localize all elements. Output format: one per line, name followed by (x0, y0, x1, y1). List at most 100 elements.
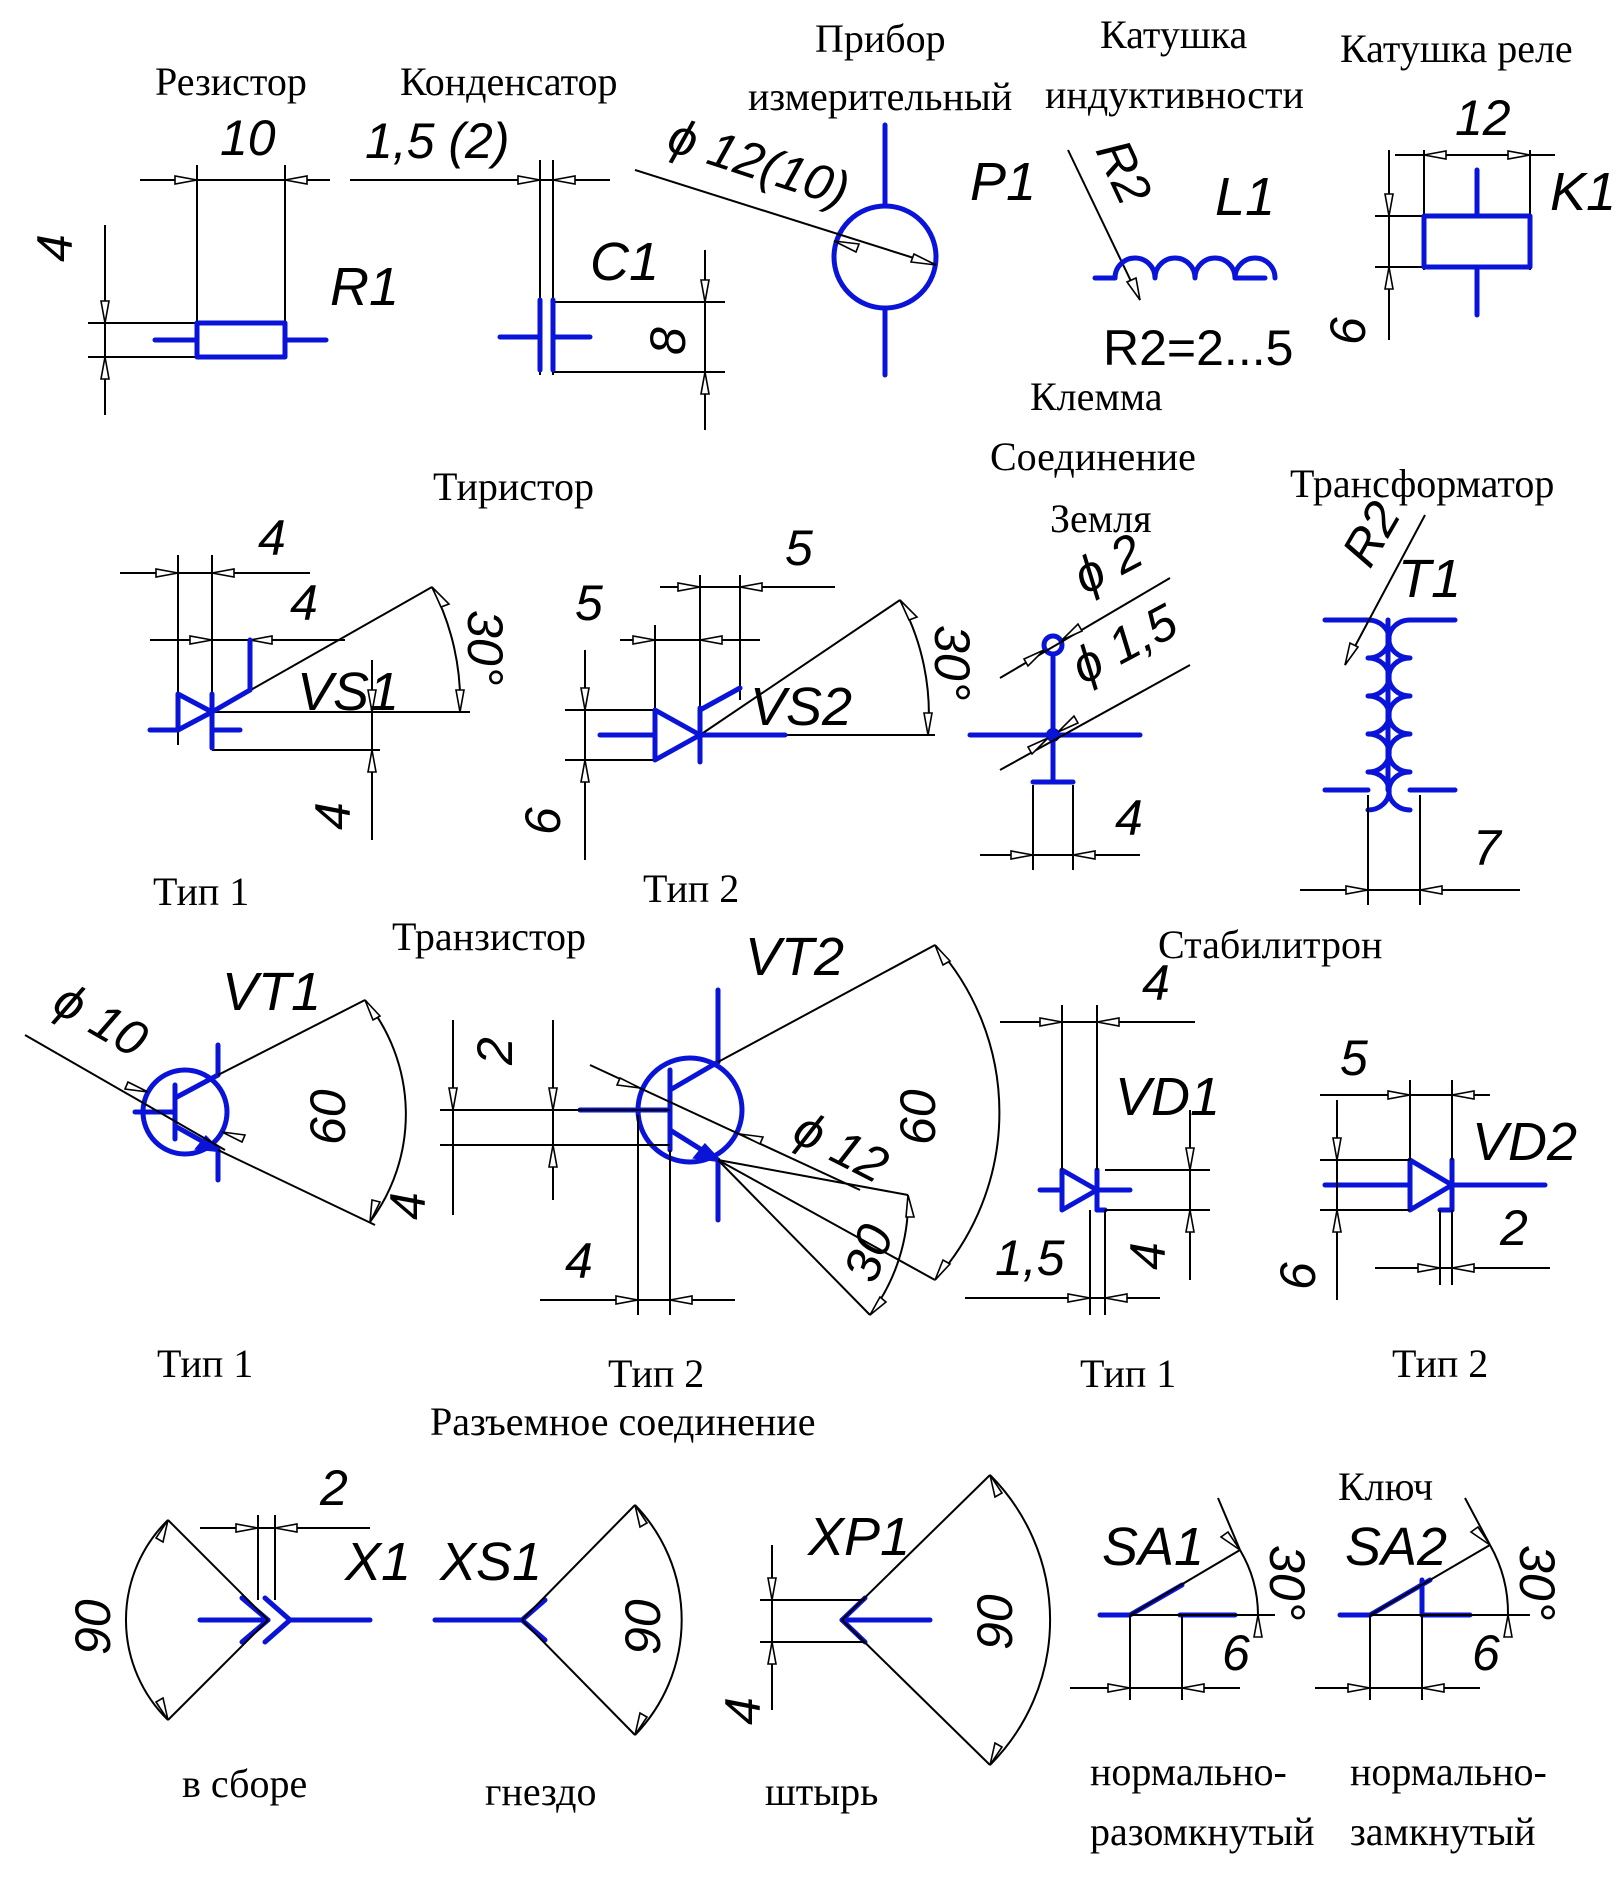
caption-thyristor-type2: Тип 2 (643, 866, 739, 911)
captions: Тип 1 Тип 2 Тип 1 Тип 2 Тип 1 Тип 2 в сб… (153, 866, 1547, 1854)
dim-xp1-height: 4 (715, 1697, 771, 1725)
designator-K1: K1 (1550, 162, 1616, 222)
resistor-symbol-group: 10 4 R1 (27, 110, 399, 415)
switch-sa1-group: 30° 6 SA1 (1070, 1497, 1315, 1700)
dim-vs1-c: 4 (305, 802, 361, 830)
designator-VD1: VD1 (1115, 1067, 1220, 1127)
dim-transformer-width: 7 (1473, 820, 1503, 876)
title-relay: Катушка реле (1340, 26, 1573, 71)
dim-relay-height: 6 (1320, 317, 1376, 345)
thyristor2-triangle (652, 707, 703, 763)
designator-T1: T1 (1398, 549, 1461, 609)
caption-transistor-type1: Тип 1 (157, 1341, 253, 1386)
thyristor-type1-group: 4 4 4 30° VS1 (120, 510, 513, 840)
caption-transistor-type2: Тип 2 (608, 1351, 704, 1396)
dim-sa1-angle: 30° (1259, 1545, 1315, 1621)
caption-assembled: в сборе (182, 1761, 307, 1806)
dim-vs2-b: 5 (575, 575, 603, 631)
dim-vs2-angle: 30° (924, 625, 980, 701)
title-inductor-1: Катушка (1100, 12, 1247, 57)
dim-vs1-b: 4 (290, 575, 318, 631)
dim-resistor-length: 10 (220, 110, 276, 166)
thyristor-type2-group: 5 5 6 30° VS2 (515, 520, 980, 860)
dim-vs1-angle: 30° (457, 610, 513, 686)
dim-resistor-height: 4 (27, 234, 83, 262)
vd2-triangle (1407, 1157, 1455, 1213)
dim-sa1-length: 6 (1222, 1625, 1250, 1681)
capacitor-symbol-group: 1,5 (2) 8 C1 (350, 113, 725, 430)
dim-inductor-radius: R2 (1085, 131, 1163, 213)
dim-ground-width: 4 (1115, 790, 1143, 846)
dim-capacitor-gap: 1,5 (2) (365, 113, 510, 169)
designator-R1: R1 (330, 257, 399, 317)
dim-vd1-width: 4 (1142, 955, 1170, 1011)
transistor-type2-group: 2 ϕ 12 60 30 4 VT2 (440, 927, 1001, 1316)
thyristor1-triangle (175, 691, 215, 733)
terminal-junction-ground-group: ϕ 2 ϕ 1,5 4 (967, 523, 1191, 870)
designator-VS1: VS1 (297, 662, 399, 722)
designator-VD2: VD2 (1472, 1112, 1577, 1172)
caption-zener-type2: Тип 2 (1392, 1341, 1488, 1386)
title-capacitor: Конденсатор (400, 59, 618, 104)
designator-X1: X1 (343, 1532, 411, 1592)
caption-no-1: нормально- (1090, 1749, 1287, 1794)
dim-vs2-a: 5 (785, 520, 813, 576)
dim-vs1-a: 4 (258, 510, 286, 566)
title-inductor-2: индуктивности (1045, 72, 1304, 117)
inductor-coil (1112, 255, 1278, 281)
title-meter-1: Прибор (815, 16, 946, 61)
dim-vt1-angle: 60 (300, 1089, 356, 1145)
designator-VS2: VS2 (750, 677, 852, 737)
designator-L1: L1 (1215, 167, 1275, 227)
designator-XP1: XP1 (806, 1507, 910, 1567)
dim-vt2-angle: 60 (890, 1089, 946, 1145)
connector-xp1-group: 90 4 XP1 (715, 1474, 1051, 1766)
caption-nc-1: нормально- (1350, 1749, 1547, 1794)
zener-type1-group: 4 1,5 4 VD1 (965, 955, 1220, 1315)
title-transformer: Трансформатор (1290, 461, 1554, 506)
switch-sa2-group: 30° 6 SA2 (1315, 1497, 1565, 1700)
resistor-body (194, 320, 288, 360)
dim-vt2-angle2: 30 (833, 1217, 905, 1289)
dim-inductor-range: R2=2...5 (1103, 320, 1293, 376)
dim-vd2-width: 5 (1340, 1030, 1368, 1086)
connector-x1-group: 2 90 X1 (65, 1460, 411, 1721)
dim-capacitor-height: 8 (640, 327, 696, 355)
designator-VT2: VT2 (745, 927, 844, 987)
dim-junction-diameter: ϕ 1,5 (1062, 593, 1187, 695)
dim-vd2-height: 6 (1270, 1262, 1326, 1290)
dim-sa2-length: 6 (1472, 1625, 1500, 1681)
caption-nc-2: замкнутый (1350, 1809, 1535, 1854)
title-switch: Ключ (1338, 1464, 1433, 1509)
dim-xp1-angle: 90 (967, 1594, 1023, 1650)
designator-P1: P1 (970, 152, 1036, 212)
designator-SA2: SA2 (1345, 1517, 1447, 1577)
caption-zener-type1: Тип 1 (1080, 1351, 1176, 1396)
designator-SA1: SA1 (1102, 1517, 1204, 1577)
dim-sa2-angle: 30° (1509, 1545, 1565, 1621)
dim-vt2-a: 2 (467, 1037, 523, 1066)
transistor-type1-group: ϕ 10 60 4 VT1 (24, 962, 436, 1226)
zener-type2-group: 5 2 6 VD2 (1270, 1030, 1577, 1300)
dim-vt2-b: 4 (565, 1233, 593, 1289)
inductor-symbol-group: R2 R2=2...5 L1 (1067, 131, 1293, 376)
dim-vt1-b: 4 (380, 1192, 436, 1220)
caption-pin: штырь (765, 1769, 878, 1814)
title-transistor: Транзистор (392, 914, 586, 959)
dim-vd2-a: 2 (1499, 1200, 1528, 1256)
section-titles: Резистор Конденсатор Прибор измерительны… (155, 12, 1573, 1509)
title-resistor: Резистор (155, 59, 307, 104)
vd1-triangle (1059, 1167, 1100, 1213)
dim-xs1-angle: 90 (615, 1599, 671, 1655)
dim-x1-gap: 2 (319, 1460, 348, 1516)
caption-thyristor-type1: Тип 1 (153, 869, 249, 914)
designator-VT1: VT1 (222, 962, 321, 1022)
dim-relay-width: 12 (1455, 90, 1511, 146)
designator-C1: C1 (590, 232, 659, 292)
title-meter-2: измерительный (748, 74, 1012, 119)
dim-x1-angle: 90 (65, 1599, 121, 1655)
title-thyristor: Тиристор (433, 464, 594, 509)
transformer-symbol-group: R2 7 T1 (1300, 492, 1520, 905)
caption-no-2: разомкнутый (1090, 1809, 1314, 1854)
